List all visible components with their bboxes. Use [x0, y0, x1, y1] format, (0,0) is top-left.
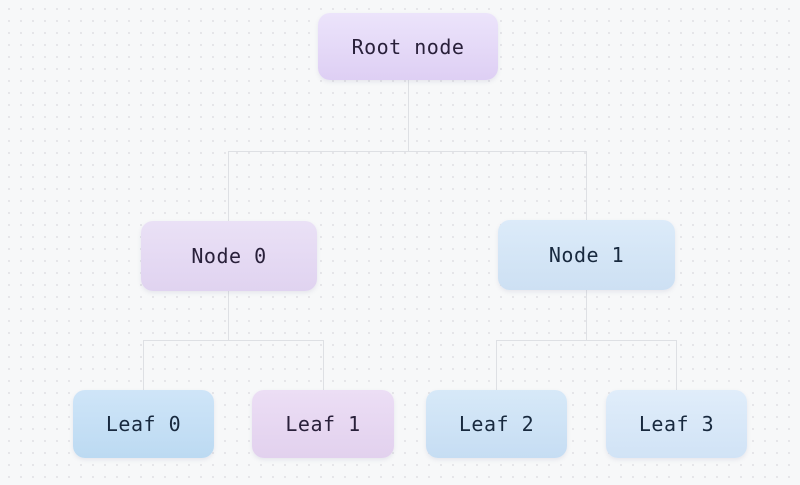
tree-node-leaf3[interactable]: Leaf 3	[606, 390, 747, 458]
tree-node-leaf1[interactable]: Leaf 1	[252, 390, 394, 458]
connector-leaf0-drop	[143, 340, 144, 390]
connector-node1-crossbar	[496, 340, 677, 341]
tree-node-node0[interactable]: Node 0	[141, 221, 317, 291]
connector-node0-drop	[228, 151, 229, 221]
connector-node1-drop	[586, 151, 587, 220]
connector-root-stem	[408, 80, 409, 151]
connector-leaf1-drop	[323, 340, 324, 390]
connector-leaf2-drop	[496, 340, 497, 390]
tree-node-leaf0[interactable]: Leaf 0	[73, 390, 214, 458]
connector-node0-stem	[228, 291, 229, 341]
tree-node-node1[interactable]: Node 1	[498, 220, 675, 290]
connector-node1-stem	[586, 290, 587, 341]
connector-root-crossbar	[228, 151, 587, 152]
tree-node-root[interactable]: Root node	[318, 13, 498, 80]
connector-node0-crossbar	[143, 340, 324, 341]
tree-node-leaf2[interactable]: Leaf 2	[426, 390, 567, 458]
connector-leaf3-drop	[676, 340, 677, 390]
